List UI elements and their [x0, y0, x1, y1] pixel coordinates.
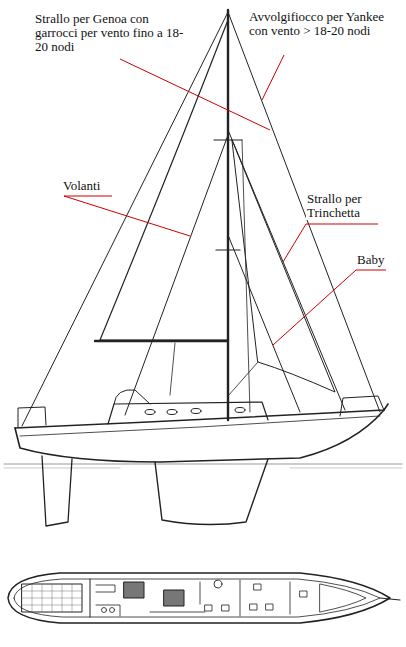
rigging-label: Strallo per Genoa con garrocci per vento…	[34, 12, 194, 54]
rigging-label: Strallo per Trinchetta	[306, 192, 388, 220]
rigging-label: Baby	[356, 253, 385, 267]
rigging-label: Volanti	[62, 179, 101, 193]
rigging-label: Avvolgifiocco per Yankee con vento > 18-…	[248, 10, 402, 38]
